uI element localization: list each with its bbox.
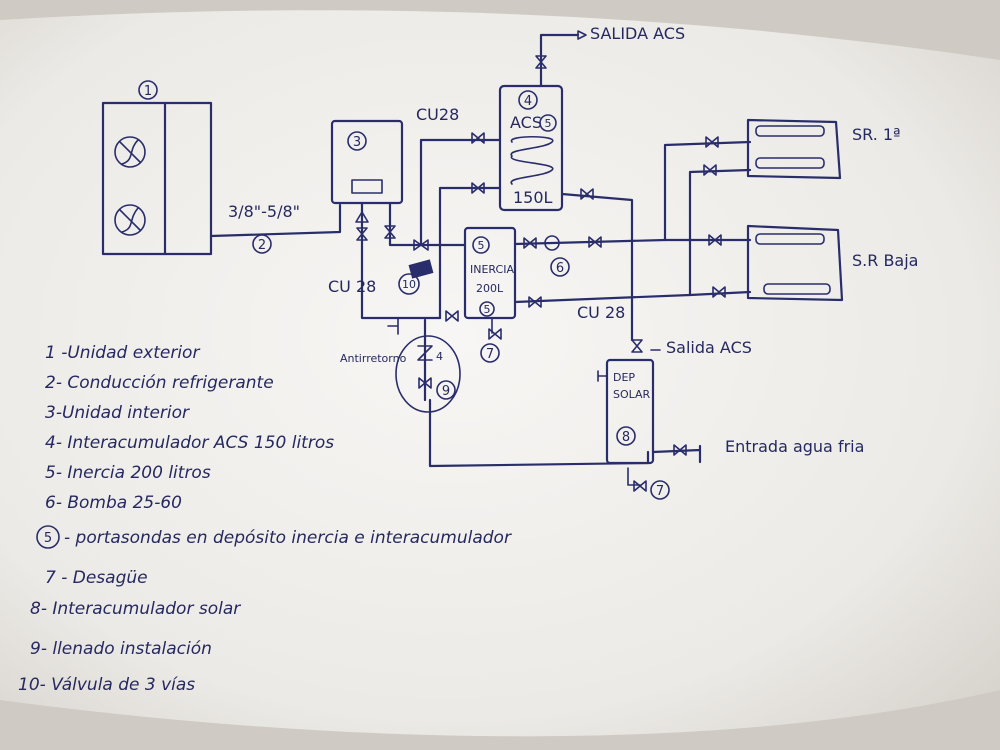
- label-circle-4: [518, 90, 538, 110]
- label-circle-3: [347, 131, 367, 151]
- label-7-inertia: 7: [486, 347, 494, 362]
- legend-item-8: 8- Interacumulador solar: [30, 599, 241, 619]
- heating-return: [513, 293, 692, 304]
- outdoor-unit: [101, 101, 213, 256]
- label-circle-5-top: [472, 236, 490, 254]
- legend-item-6: 6- Bomba 25-60: [45, 493, 182, 513]
- cu28-top: CU28: [416, 105, 459, 124]
- label-2: 2: [258, 238, 266, 253]
- salida-acs-top: SALIDA ACS: [590, 24, 685, 43]
- legend: 1 -Unidad exterior 2- Conducción refrige…: [18, 343, 512, 695]
- label-circle-5-bottom: [479, 301, 495, 317]
- filling-group-outline: [395, 335, 461, 413]
- legend-5-marker: 5: [44, 531, 52, 546]
- acs-outlet-pipe: [539, 33, 580, 88]
- legend-item-7: 7 - Desagüe: [45, 568, 148, 588]
- legend-item-3: 3-Unidad interior: [45, 403, 190, 423]
- return-pipe: [360, 201, 442, 320]
- legend-item-9: 9- llenado instalación: [30, 639, 212, 659]
- legend-item-5b: - portasondas en depósito inercia e inte…: [64, 528, 512, 548]
- legend-item-2: 2- Conducción refrigerante: [45, 373, 274, 393]
- label-circle-1: [138, 80, 158, 100]
- label-circle-9: [436, 380, 456, 400]
- salida-acs-mid: Salida ACS: [666, 338, 752, 357]
- acs-tank-volume: 150L: [513, 188, 553, 207]
- legend-item-5: 5- Inercia 200 litros: [45, 463, 211, 483]
- tee-icon: [387, 317, 399, 335]
- acs-tank: [498, 84, 564, 212]
- legend-5-marker-circle: [36, 525, 60, 549]
- legend-item-4: 4- Interacumulador ACS 150 litros: [45, 433, 334, 453]
- acs-tank-label: ACS: [510, 113, 542, 132]
- label-3: 3: [353, 135, 361, 150]
- label-1: 1: [144, 84, 152, 99]
- cu28-left: CU 28: [328, 277, 376, 296]
- antirretorno-label: Antirretorno: [340, 352, 407, 365]
- label-10: 10: [402, 278, 416, 291]
- legend-item-1: 1 -Unidad exterior: [45, 343, 200, 363]
- entrada-agua-fria: Entrada agua fria: [725, 437, 864, 456]
- label-5-acs: 5: [545, 117, 552, 130]
- dep-solar-2: SOLAR: [613, 388, 651, 401]
- acs-coil-return: [438, 186, 502, 320]
- label-circle-5-acs: [539, 114, 557, 132]
- three-way-valve: [408, 138, 482, 279]
- label-circle-10: [398, 273, 420, 295]
- label-6: 6: [556, 261, 564, 276]
- riser-1-return: [688, 168, 752, 297]
- radiators-ground-floor: [746, 224, 844, 302]
- label-7-solar: 7: [656, 484, 664, 499]
- label-circle-6: [550, 257, 570, 277]
- label-circle-7-solar: [650, 480, 670, 500]
- inercia-label: INERCIA: [470, 263, 514, 276]
- label-circle-8: [616, 426, 636, 446]
- cu28-bottom: CU 28: [577, 303, 625, 322]
- heating-supply: [513, 238, 667, 246]
- pump-icon: [544, 235, 560, 251]
- label-4-small: 4: [436, 350, 443, 363]
- label-5-top: 5: [478, 239, 485, 252]
- paper-sheet: [0, 10, 1000, 737]
- sr-baja-label: S.R Baja: [852, 251, 918, 270]
- inertia-tank: [463, 226, 517, 320]
- label-8: 8: [622, 430, 630, 445]
- label-9: 9: [442, 384, 450, 399]
- solar-drain: [627, 467, 641, 486]
- dep-solar-1: DEP: [613, 371, 635, 384]
- cold-water-pipe: [428, 398, 702, 468]
- label-circle-7-inertia: [480, 343, 500, 363]
- sr-primera-label: SR. 1ª: [852, 125, 901, 144]
- flow-arrow: [355, 211, 369, 223]
- label-5-bottom: 5: [484, 303, 491, 316]
- label-4: 4: [524, 94, 532, 109]
- indoor-unit: [330, 119, 404, 205]
- label-circle-2: [252, 234, 272, 254]
- radiators-first-floor: [746, 118, 842, 180]
- pipe-size-label: 3/8"-5/8": [228, 202, 300, 221]
- refrigerant-line: [209, 203, 342, 238]
- inercia-volume: 200L: [476, 282, 504, 295]
- legend-item-10: 10- Válvula de 3 vías: [18, 675, 195, 695]
- check-valve-icon: [417, 345, 433, 361]
- riser-1-supply: [663, 140, 752, 242]
